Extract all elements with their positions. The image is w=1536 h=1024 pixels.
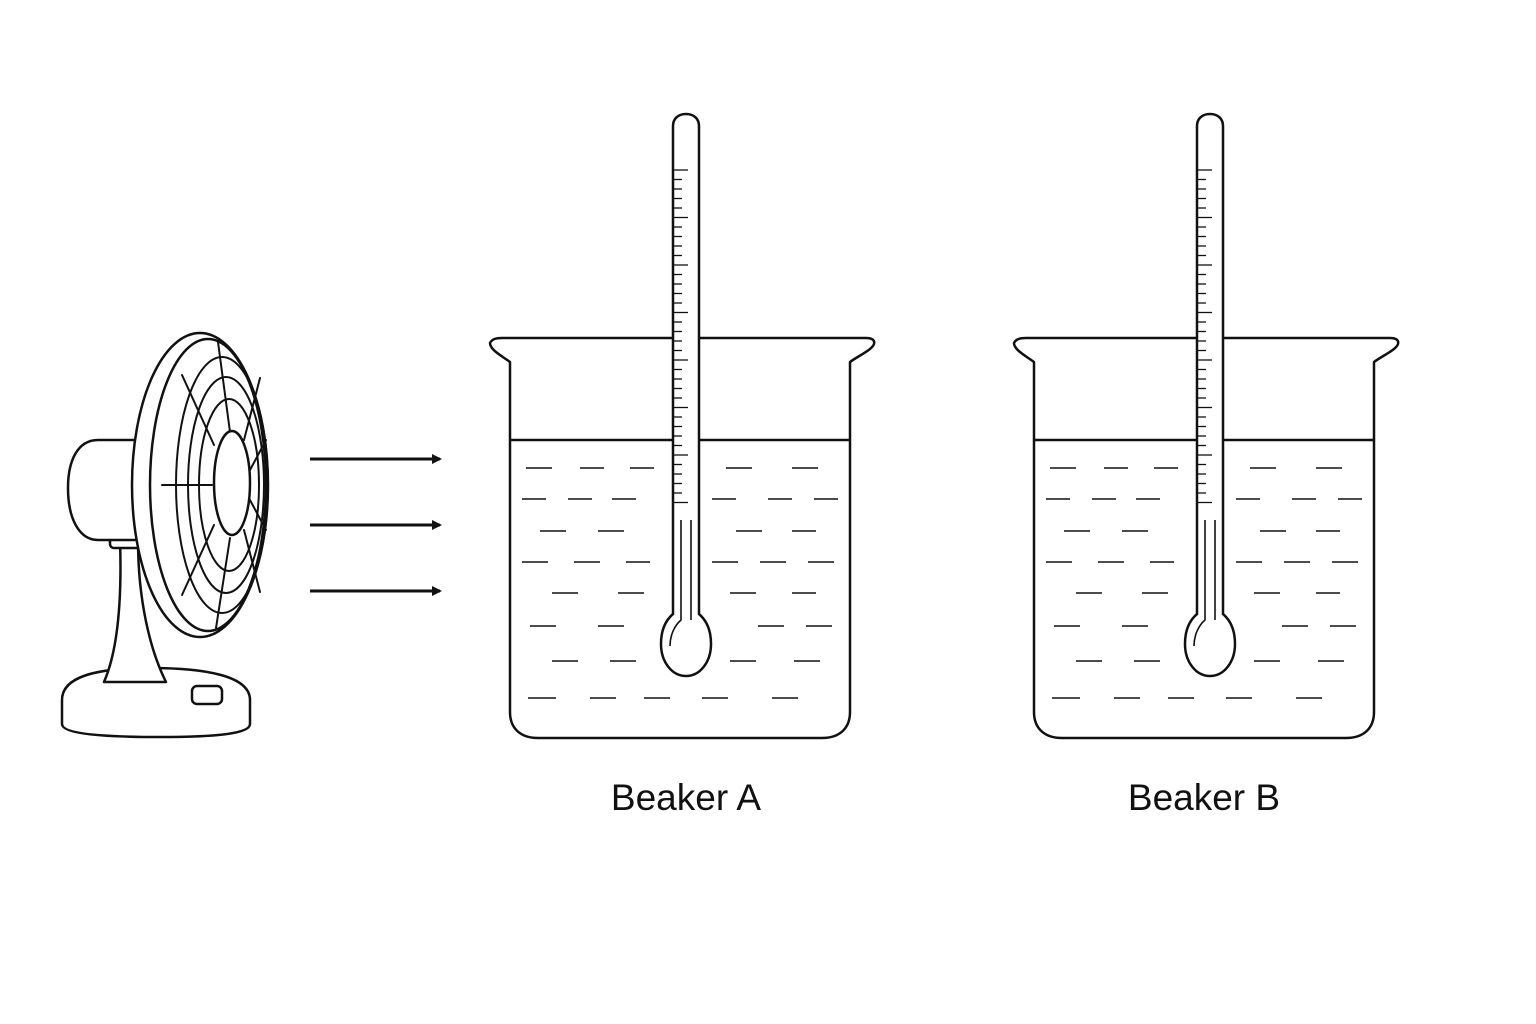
- beaker-b: [1012, 112, 1400, 740]
- water-ripples: [1046, 467, 1362, 699]
- thermometer-icon: [659, 112, 713, 678]
- thermometer-icon: [1183, 112, 1237, 678]
- water-ripples: [522, 467, 838, 699]
- fan-base-button: [190, 684, 224, 706]
- airflow-arrows: [310, 454, 442, 596]
- fan-neck: [102, 538, 168, 684]
- beaker-a-label: Beaker A: [610, 777, 762, 818]
- beaker-b-label: Beaker B: [1127, 777, 1281, 818]
- fan-motor: [66, 438, 152, 542]
- fan-hub: [212, 429, 252, 537]
- beaker-a: [488, 112, 876, 740]
- desk-fan-icon: [60, 331, 270, 739]
